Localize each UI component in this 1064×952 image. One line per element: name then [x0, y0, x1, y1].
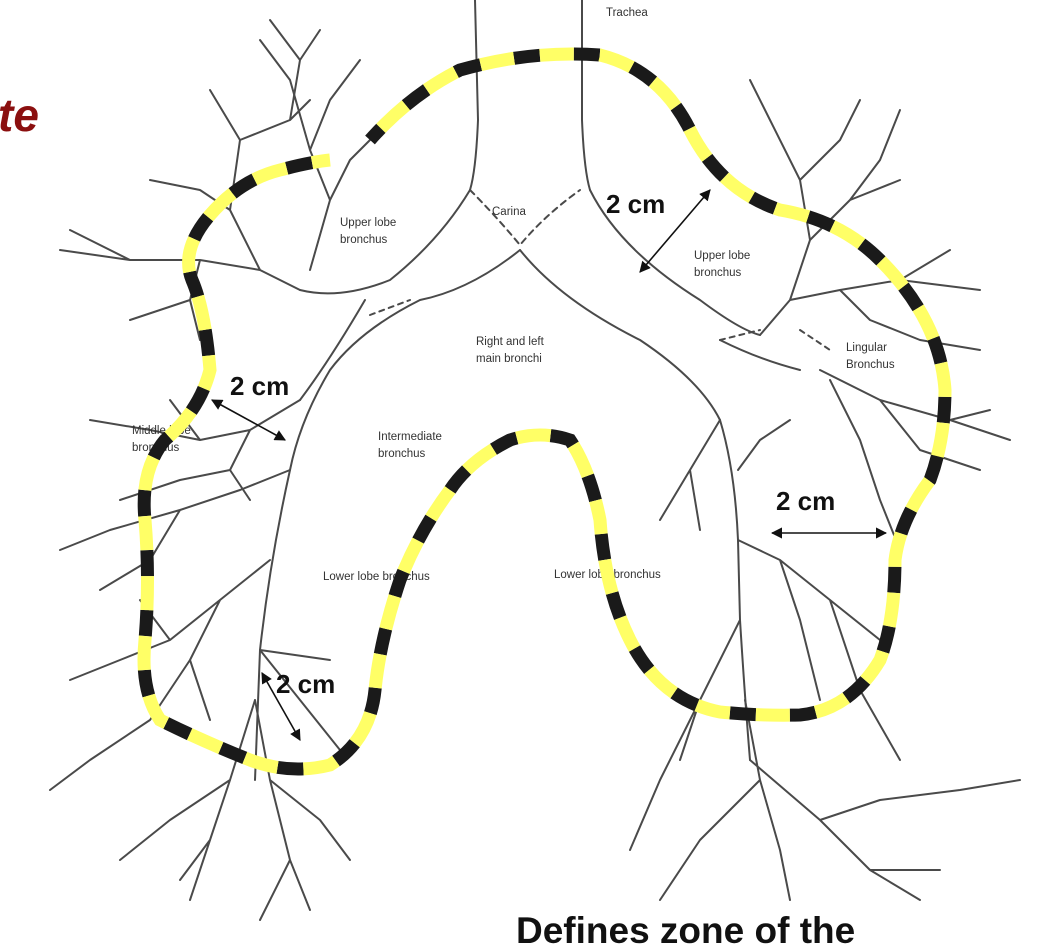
- distance-label-lower-left: 2 cm: [276, 669, 335, 699]
- label-right-upper-lobe-1: Upper lobe: [340, 217, 396, 229]
- distance-label-lower-right: 2 cm: [776, 486, 835, 516]
- label-trachea: Trachea: [606, 7, 648, 19]
- airway-tree: [50, 0, 1020, 920]
- label-main-bronchi-1: Right and left: [476, 336, 545, 348]
- distance-label-upper: 2 cm: [606, 189, 665, 219]
- label-left-upper-lobe-1: Upper lobe: [694, 250, 750, 262]
- label-right-upper-lobe-2: bronchus: [340, 234, 388, 246]
- zone-outer-yellow: [144, 54, 945, 769]
- zone-outer-black: [144, 54, 945, 769]
- trachea: [470, 0, 590, 190]
- label-lingular-2: Bronchus: [846, 359, 895, 371]
- label-left-upper-lobe-2: bronchus: [694, 267, 742, 279]
- label-lingular-1: Lingular: [846, 342, 887, 354]
- slide-caption: Defines zone of the: [516, 910, 855, 952]
- distance-label-middle: 2 cm: [230, 371, 289, 401]
- central-zone-boundary: [144, 54, 945, 769]
- label-intermediate-1: Intermediate: [378, 431, 442, 443]
- label-main-bronchi-2: main bronchi: [476, 353, 542, 365]
- label-right-lower-lobe: Lower lobe bronchus: [323, 571, 430, 583]
- label-intermediate-2: bronchus: [378, 448, 426, 460]
- label-carina: Carina: [492, 206, 526, 218]
